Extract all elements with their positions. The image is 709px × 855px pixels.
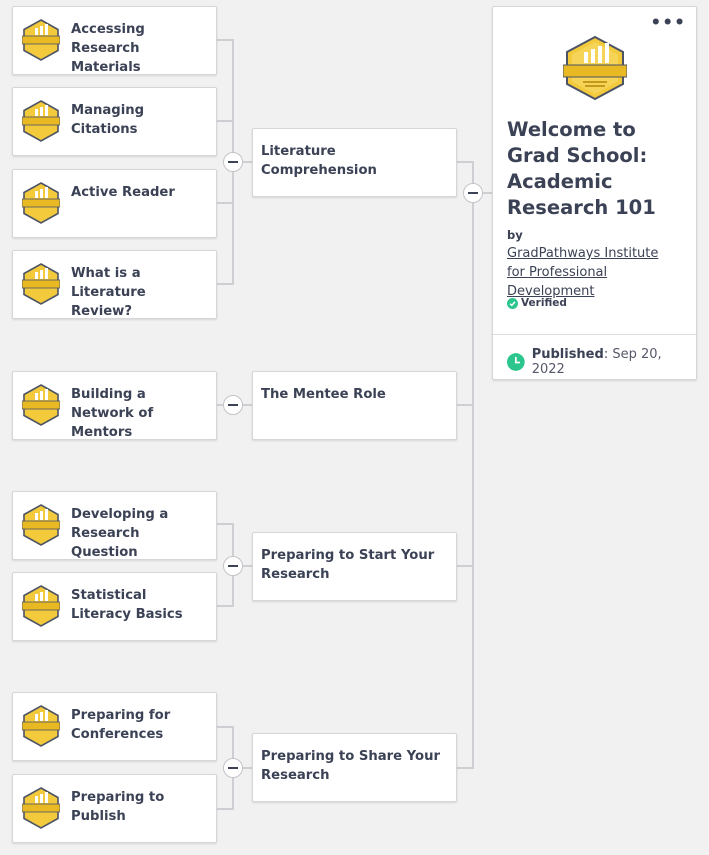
verified-check-icon	[507, 297, 518, 309]
badge-card-accessing-research-materials[interactable]: Accessing Research Materials	[12, 6, 217, 75]
collapse-toggle-preparing-to-start[interactable]	[223, 556, 243, 576]
collapse-toggle-preparing-to-share[interactable]	[223, 758, 243, 778]
card-divider	[493, 334, 696, 335]
collapse-toggle-root[interactable]	[463, 183, 483, 203]
badge-icon	[22, 263, 60, 305]
badge-icon	[22, 787, 60, 829]
collapse-toggle-mentee-role[interactable]	[223, 395, 243, 415]
clock-icon	[507, 353, 525, 371]
badge-title: Developing a Research Question	[71, 507, 169, 560]
badge-card-literature-review[interactable]: What is a Literature Review?	[12, 250, 217, 319]
group-card-literature-comprehension[interactable]: Literature Comprehension	[252, 128, 457, 197]
badge-title: Statistical Literacy Basics	[71, 588, 183, 622]
badge-card-developing-research-question[interactable]: Developing a Research Question	[12, 491, 217, 560]
badge-title: Active Reader	[71, 185, 175, 200]
main-badge-icon	[563, 35, 627, 101]
badge-icon	[22, 100, 60, 142]
published-separator: :	[603, 347, 609, 362]
badge-card-managing-citations[interactable]: Managing Citations	[12, 87, 217, 156]
badge-icon	[22, 384, 60, 426]
group-card-preparing-to-share-research[interactable]: Preparing to Share Your Research	[252, 733, 457, 802]
collapse-toggle-literature-comprehension[interactable]	[223, 152, 243, 172]
badge-title: Accessing Research Materials	[71, 22, 145, 75]
published-date: Sep 20, 2022	[531, 347, 662, 377]
group-title: Preparing to Share Your Research	[261, 749, 440, 783]
badge-card-preparing-for-conferences[interactable]: Preparing for Conferences	[12, 692, 217, 761]
published-info: Published: Sep 20, 2022	[507, 347, 696, 377]
badge-title: What is a Literature Review?	[71, 266, 146, 319]
badge-card-preparing-to-publish[interactable]: Preparing to Publish	[12, 774, 217, 843]
group-title: The Mentee Role	[261, 387, 386, 402]
badge-card-building-network-of-mentors[interactable]: Building a Network of Mentors	[12, 371, 217, 440]
by-label: by	[507, 228, 523, 242]
more-options-icon[interactable]: •••	[650, 13, 686, 33]
group-title: Literature Comprehension	[261, 144, 377, 178]
issuer-link[interactable]: GradPathways Institute for Professional …	[507, 246, 659, 299]
group-title: Preparing to Start Your Research	[261, 548, 435, 582]
badge-icon	[22, 182, 60, 224]
badge-main-title: Welcome to Grad School: Academic Researc…	[507, 118, 656, 219]
verified-label: Verified	[521, 297, 567, 309]
badge-card-statistical-literacy-basics[interactable]: Statistical Literacy Basics	[12, 572, 217, 641]
badge-title: Preparing for Conferences	[71, 708, 171, 742]
badge-title: Managing Citations	[71, 103, 145, 137]
badge-icon	[22, 504, 60, 546]
badge-card-active-reader[interactable]: Active Reader	[12, 169, 217, 238]
badge-title: Building a Network of Mentors	[71, 387, 154, 440]
badge-icon	[22, 585, 60, 627]
badge-icon	[22, 19, 60, 61]
verified-status: Verified	[507, 297, 567, 309]
published-label: Published	[531, 347, 604, 362]
badge-title: Preparing to Publish	[71, 790, 165, 824]
badge-icon	[22, 705, 60, 747]
main-badge-card: ••• Welcome to Grad School: Academic Res…	[492, 6, 697, 380]
group-card-preparing-to-start-research[interactable]: Preparing to Start Your Research	[252, 532, 457, 601]
group-card-mentee-role[interactable]: The Mentee Role	[252, 371, 457, 440]
